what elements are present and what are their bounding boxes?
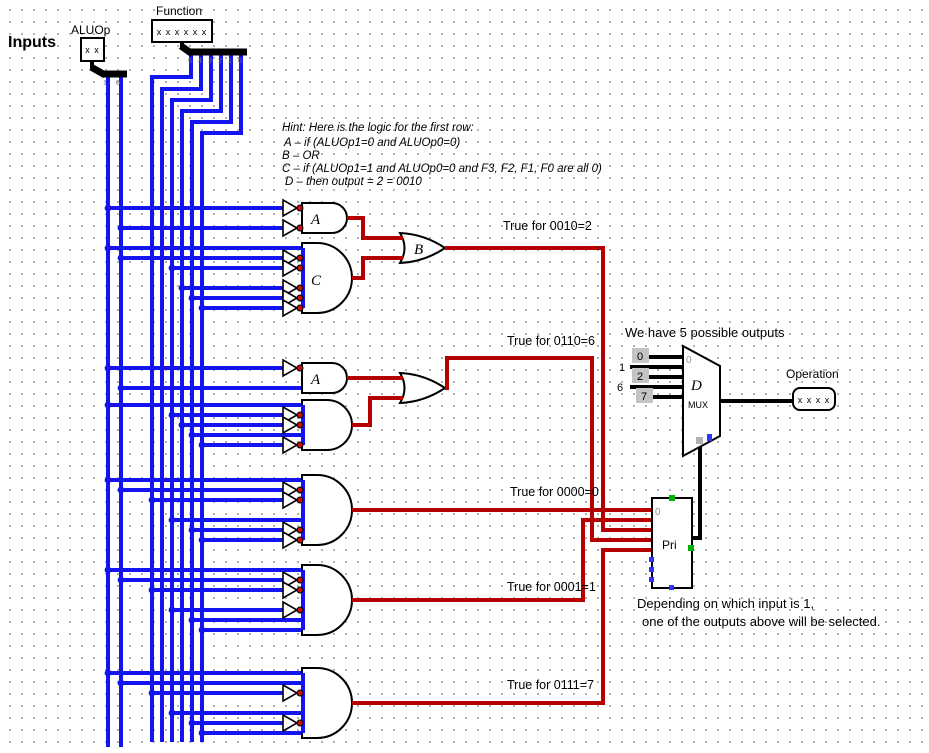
- wire-taps-group5[interactable]: [108, 671, 304, 735]
- mux-const-0: 0: [637, 351, 643, 363]
- row-label-0010: True for 0010=2: [503, 219, 592, 233]
- pri-enable-pin: [669, 495, 675, 501]
- fn-bit5: 5: [188, 58, 192, 65]
- pri-pin0-label: 0: [655, 507, 661, 518]
- hint-line-5: D – then output = 2 = 0010: [285, 176, 422, 188]
- pri-unused-pin-4: [669, 585, 674, 590]
- mux-label: MUX: [688, 400, 708, 410]
- mux-const-2: 2: [637, 371, 643, 383]
- gate-label-d: D: [690, 378, 702, 394]
- operation-label: Operation: [786, 367, 839, 381]
- aluop-label: ALUOp: [71, 23, 111, 37]
- hint-line-1: Hint: Here is the logic for the first ro…: [282, 122, 474, 134]
- gate-label-b: B: [414, 242, 423, 258]
- row-label-0001: True for 0001=1: [507, 580, 596, 594]
- mux-const-6: 6: [617, 382, 623, 394]
- and-gate-row6[interactable]: [301, 399, 353, 451]
- and-gate-a2[interactable]: A: [301, 362, 348, 394]
- wire-red-outputs[interactable]: [347, 216, 652, 705]
- and-gate-c[interactable]: C: [301, 242, 353, 314]
- hint-line-2: A – if (ALUOp1=0 and ALUOp0=0): [283, 137, 460, 149]
- fn-bit2: 2: [218, 58, 222, 65]
- pri-label: Pri: [662, 538, 677, 552]
- wire-bus-black[interactable]: [630, 355, 793, 540]
- pri-unused-pin-2: [649, 567, 654, 572]
- hint-text: Hint: Here is the logic for the first ro…: [282, 122, 602, 188]
- and-gate-row0[interactable]: [301, 474, 353, 546]
- or-gate-b[interactable]: B: [398, 231, 447, 265]
- row-label-0000: True for 0000=0: [510, 485, 599, 499]
- and-gate-a1[interactable]: A: [301, 202, 348, 234]
- mux-select-pin: [696, 437, 703, 444]
- pri-unused-pin-3: [649, 577, 654, 582]
- mux-const-7: 7: [641, 391, 647, 403]
- function-splitter[interactable]: 5 4 3 2 1 0: [178, 42, 247, 65]
- pri-unused-pin-1: [649, 557, 654, 562]
- fn-bit3: 3: [208, 58, 212, 65]
- wire-bus-blue[interactable]: [106, 55, 243, 747]
- fn-bit4: 4: [198, 58, 202, 65]
- mux-const-2-bg: [632, 368, 649, 383]
- mux-const-1: 1: [619, 362, 625, 374]
- pri-gs-pin: [688, 545, 694, 551]
- row-label-0110: True for 0110=6: [507, 334, 595, 348]
- wire-taps-group3[interactable]: [108, 478, 304, 542]
- hint-line-3: B – OR: [282, 150, 320, 162]
- wire-taps-group4[interactable]: [108, 568, 304, 632]
- aluop-splitter[interactable]: 1 0: [89, 61, 127, 87]
- operation-output-pin[interactable]: x x x x: [792, 387, 836, 411]
- mux-const-0-bg: [632, 348, 649, 363]
- mux-enable-pin: [707, 434, 712, 441]
- hint-line-4: C – if (ALUOp1=1 and ALUOp0=0 and F3, F2…: [282, 163, 602, 175]
- gate-label-a2: A: [310, 372, 321, 388]
- priority-encoder[interactable]: 0 Pri: [649, 495, 694, 590]
- and-gate-row1[interactable]: [301, 564, 353, 636]
- mux-input-constants[interactable]: 0 1 2 6 7: [617, 348, 653, 403]
- gate-label-c: C: [311, 273, 322, 289]
- fn-bit1: 1: [228, 58, 232, 65]
- note-selected-1: Depending on which input is 1,: [637, 596, 814, 611]
- row-label-0111: True for 0111=7: [507, 678, 594, 692]
- mux-pin0-label: 0: [686, 355, 692, 366]
- function-label: Function: [156, 4, 202, 18]
- and-gate-row7[interactable]: [301, 667, 353, 739]
- wire-taps-group1[interactable]: [108, 206, 304, 310]
- mux-const-7-bg: [636, 388, 653, 403]
- aluop-input-pin[interactable]: x x: [80, 37, 105, 62]
- gate-label-a1: A: [310, 212, 321, 228]
- fn-bit0: 0: [238, 58, 242, 65]
- wire-junction-dots: [104, 204, 206, 737]
- aluop-bit1: 1: [103, 80, 107, 87]
- input-inverters[interactable]: [282, 198, 304, 733]
- function-input-pin[interactable]: x x x x x x: [151, 19, 213, 43]
- wire-taps-group2[interactable]: [108, 366, 304, 447]
- aluop-bit0: 0: [116, 80, 120, 87]
- multiplexer[interactable]: 0 D MUX: [682, 344, 721, 458]
- operation-value: x x x x: [798, 395, 831, 405]
- aluop-value: x x: [85, 45, 100, 55]
- inputs-title: Inputs: [8, 34, 56, 51]
- note-selected-2: one of the outputs above will be selecte…: [642, 614, 881, 629]
- note-outputs: We have 5 possible outputs: [625, 325, 785, 340]
- or-gate-row6[interactable]: [398, 371, 447, 405]
- function-value: x x x x x x: [157, 27, 208, 37]
